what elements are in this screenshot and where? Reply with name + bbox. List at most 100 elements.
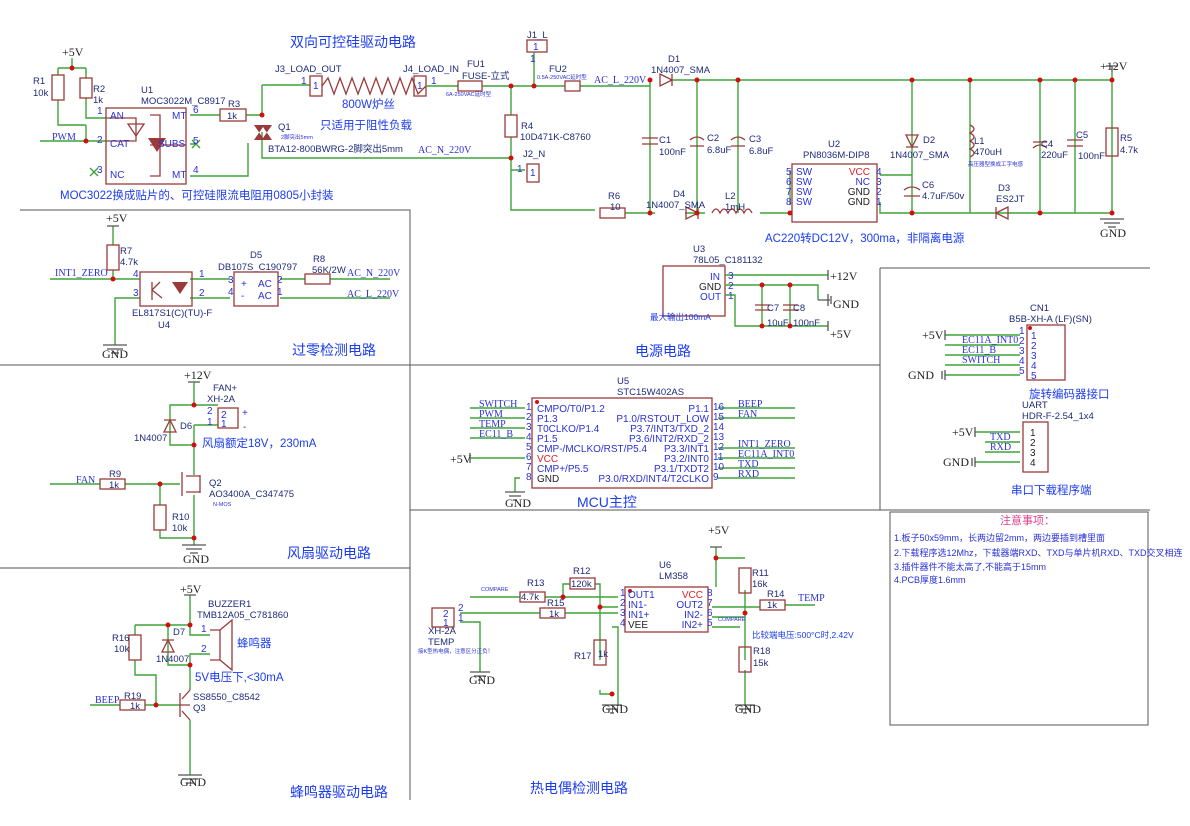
schematic-label: 比较端电压:500°C时,2.42V — [752, 630, 854, 640]
schematic-label: 6.8uF — [749, 146, 773, 157]
buzzer-circuit — [90, 594, 233, 784]
schematic-label: 120k — [571, 579, 592, 590]
pin-number: 14 — [713, 422, 725, 433]
schematic-label: 10k — [33, 88, 49, 99]
pin-number: 5 — [1019, 366, 1025, 377]
pin-name: OUT2 — [676, 600, 703, 611]
schematic-label: BTA12-800BWRG-2脚突出5mm — [268, 143, 403, 155]
ground-label: GND — [469, 673, 495, 687]
pin-name: P1.1 — [688, 404, 709, 415]
pin-number: 16 — [713, 402, 725, 413]
schematic-label: 6.8uF — [707, 145, 731, 156]
schematic-label: HDR-F-2.54_1x4 — [1022, 411, 1094, 422]
pin-number: 4 — [1031, 361, 1037, 372]
pin-name: P3.1/TXDT2 — [654, 464, 709, 475]
pin-name: P3.7/INT3/TXD_2 — [630, 424, 709, 435]
schematic-label: FAN+ — [213, 383, 237, 394]
pin-number: 4 — [526, 432, 532, 443]
ground-label: GND — [505, 496, 531, 510]
pin-name: P1.3 — [537, 414, 558, 425]
net-label: TEMP — [798, 593, 825, 604]
schematic-label: J1_L — [527, 30, 548, 41]
schematic-label: R11 — [752, 568, 769, 579]
schematic-label: C4 — [1041, 139, 1053, 150]
schematic-label: C2 — [707, 133, 719, 144]
schematic-label: 2 — [97, 135, 103, 146]
schematic-label: R13 — [527, 578, 544, 589]
schematic-label: 10D471K-C8760 — [520, 132, 591, 143]
schematic-label: U1 — [141, 85, 153, 96]
schematic-label: BUZZER1 — [208, 599, 251, 610]
schematic-label: 15k — [753, 658, 769, 669]
schematic-label: 1 — [277, 287, 283, 298]
schematic-label: 4.7k — [521, 592, 539, 603]
schematic-label: ES2JT — [996, 194, 1025, 205]
pin-number: 10 — [713, 462, 725, 473]
schematic-label: 3 — [97, 165, 103, 176]
schematic-label: C1 — [659, 135, 671, 146]
pin-name: NC — [856, 177, 870, 188]
net-label: BEEP — [95, 695, 120, 706]
ground-label: GND — [943, 455, 969, 469]
power-section-title: 电源电路 — [635, 343, 691, 359]
schematic-label: 10 — [610, 202, 621, 213]
pin-name: P3.0/RXD/INT4/T2CLKO — [598, 474, 709, 485]
schematic-label: C6 — [922, 180, 934, 191]
net-label: PWM — [479, 409, 503, 420]
schematic-label: SUBS — [158, 139, 186, 150]
thermo-section-title: 热电偶检测电路 — [530, 780, 628, 796]
power-label: +5V — [106, 211, 128, 225]
ground-label: GND — [908, 368, 934, 382]
pin-name: P3.2/INT0 — [664, 454, 709, 465]
net-label: AC_N_220V — [418, 145, 472, 156]
pin-number: 2 — [526, 412, 532, 423]
schematic-label: D5 — [250, 250, 262, 261]
net-label: FAN — [76, 475, 95, 486]
net-label: TXD — [738, 459, 759, 470]
schematic-label: D6 — [180, 421, 192, 432]
schematic-label: C5 — [1076, 130, 1088, 141]
net-label: AC_L_220V — [594, 75, 647, 86]
notes-title: 注意事项： — [1000, 513, 1055, 527]
schematic-label: R19 — [124, 691, 141, 702]
net-label: INT1_ZERO — [55, 268, 108, 279]
power-label: +12V — [184, 368, 212, 382]
pin-name: VCC — [537, 454, 558, 465]
pin-number: 1 — [620, 588, 626, 599]
schematic-label: D2 — [923, 135, 935, 146]
schematic-label: 1N4007_SMA — [651, 65, 711, 76]
net-label: INT1_ZERO — [738, 439, 791, 450]
pin-number: 3 — [620, 608, 626, 619]
schematic-label: 1 — [313, 81, 319, 92]
schematic-label: R16 — [112, 633, 129, 644]
pin-number: 8 — [786, 197, 792, 208]
pin-name: P3.3/INT1 — [664, 444, 709, 455]
schematic-label: L2 — [725, 191, 736, 202]
schematic-label: N-MOS — [213, 502, 232, 508]
power-circuit — [504, 39, 1124, 331]
net-label: PWM — [52, 132, 76, 143]
power-label: +5V — [708, 523, 730, 537]
net-label: AC_N_220V — [347, 268, 401, 279]
schematic-label: 风扇额定18V，230mA — [202, 436, 317, 450]
schematic-label: 470uH — [974, 147, 1002, 158]
pin-number: 3 — [1030, 448, 1036, 459]
pin-name: P1.5 — [537, 434, 558, 445]
schematic-label: AN — [110, 111, 124, 122]
pin-number: 8 — [707, 588, 713, 599]
schematic-label: AC — [258, 279, 272, 290]
schematic-label: 4.7k — [120, 257, 138, 268]
pin-number: 5 — [1031, 371, 1037, 382]
schematic-label: C7 — [767, 303, 779, 314]
schematic-label: 1 — [201, 624, 207, 635]
schematic-label: 1k — [598, 649, 608, 660]
pin-number: 12 — [713, 442, 725, 453]
schematic-label: 2 — [443, 609, 449, 620]
power-label: +5V — [62, 45, 84, 59]
schematic-label: OUT — [700, 292, 721, 303]
pin-number: 1 — [1030, 428, 1036, 439]
pin-name: IN1+ — [628, 610, 650, 621]
schematic-label: 2 — [277, 275, 283, 286]
schematic-label: 4 — [228, 287, 234, 298]
ground-label: GND — [833, 297, 859, 311]
